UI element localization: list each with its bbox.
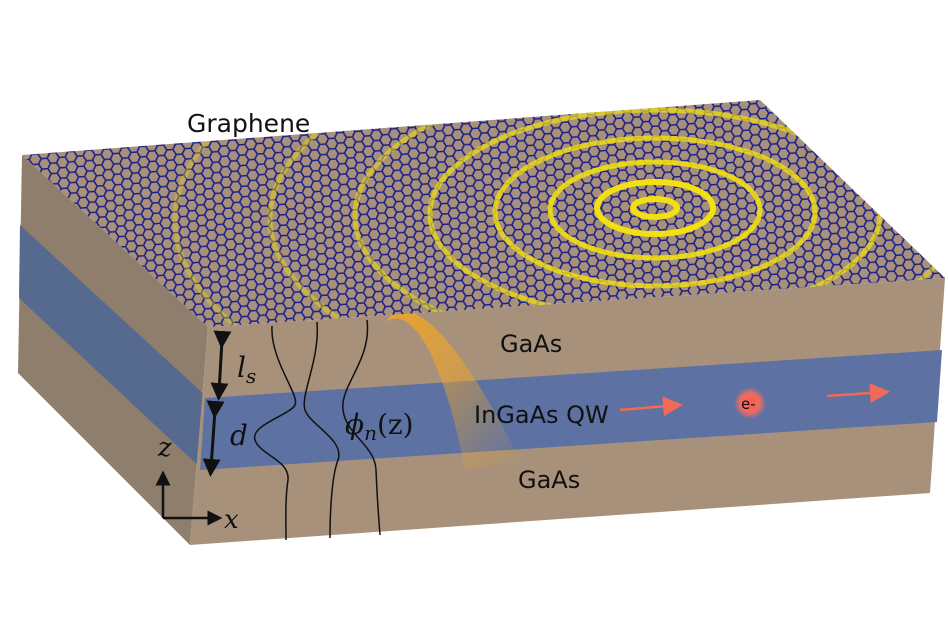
quantum-well-layer (200, 350, 942, 470)
left-face-quantum-well (19, 225, 208, 470)
evanescent-field (385, 310, 520, 470)
well-thickness-label: d (230, 419, 248, 452)
well-thickness-arrow (202, 400, 225, 477)
motion-arrow (619, 396, 683, 417)
top-gaas-label: GaAs (500, 330, 562, 358)
coordinate-axes (155, 470, 223, 526)
wavefunction-label: ϕn(z) (345, 408, 414, 445)
front-face (190, 278, 945, 545)
spacer-thickness-label: ls (237, 351, 256, 388)
x-axis-label: x (224, 505, 239, 535)
dimension-arrows (202, 330, 232, 477)
left-face (18, 155, 208, 545)
z-axis-label: z (157, 433, 172, 463)
spacer-thickness-arrow (210, 330, 232, 401)
quantum-well-label: InGaAs QW (474, 401, 609, 429)
electron-glow (734, 387, 766, 419)
bottom-gaas-label: GaAs (518, 466, 580, 494)
electron-label: e- (741, 395, 756, 413)
wavefunction-curves (254, 319, 381, 541)
graphene-label: Graphene (187, 109, 310, 138)
motion-arrow (826, 383, 890, 404)
